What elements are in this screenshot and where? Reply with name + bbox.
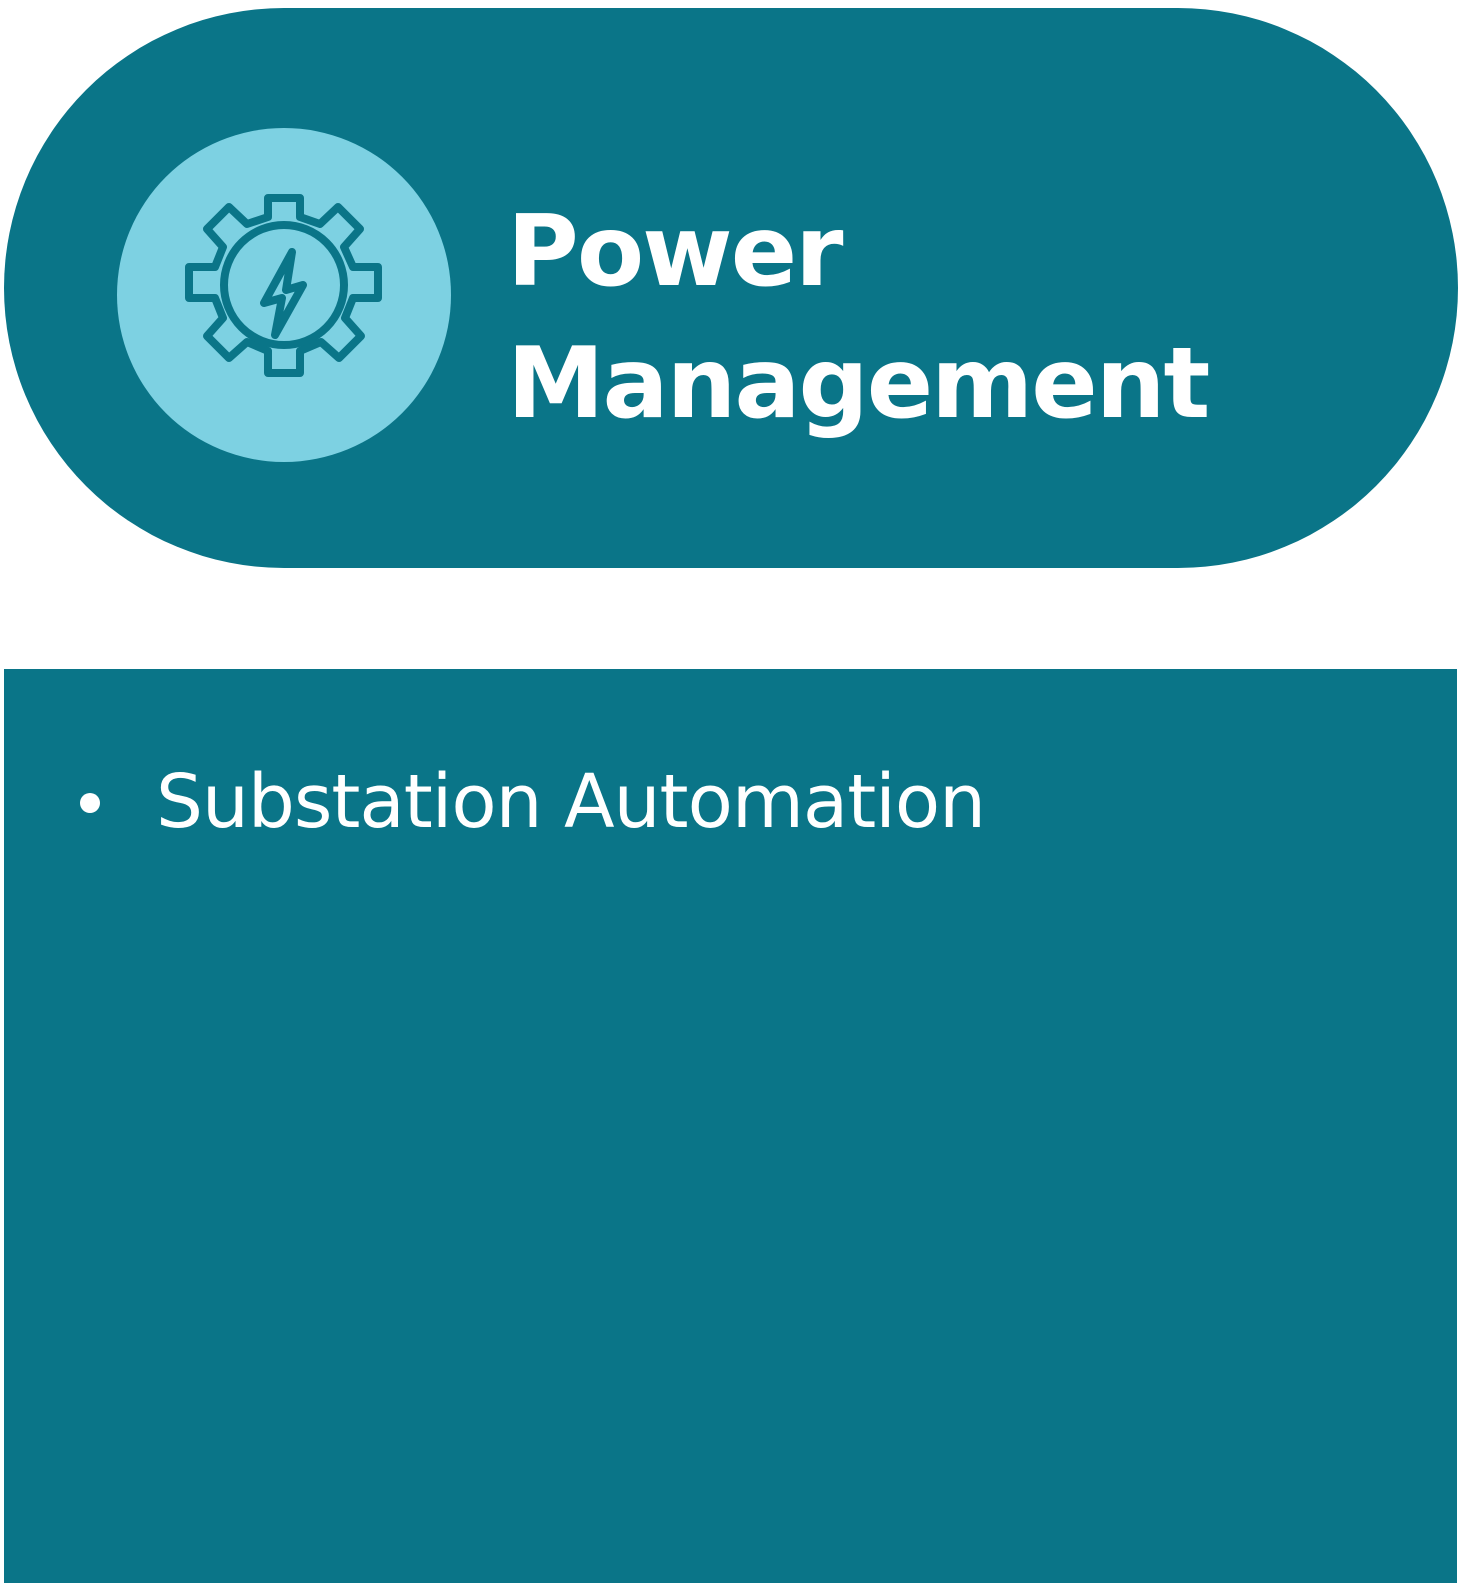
list-item: Substation Automation: [4, 759, 986, 845]
icon-badge: [117, 128, 451, 462]
content-panel: Substation Automation: [4, 669, 1457, 1583]
title-line-2: Management: [507, 327, 1210, 441]
gear-lightning-icon: [185, 194, 382, 377]
bullet-icon: [80, 793, 100, 813]
header-banner: Power Management: [4, 8, 1458, 568]
page-title: Power Management: [507, 186, 1210, 450]
list-item-label: Substation Automation: [156, 759, 986, 845]
bullet-list: Substation Automation: [4, 759, 986, 845]
title-line-1: Power: [507, 195, 843, 309]
